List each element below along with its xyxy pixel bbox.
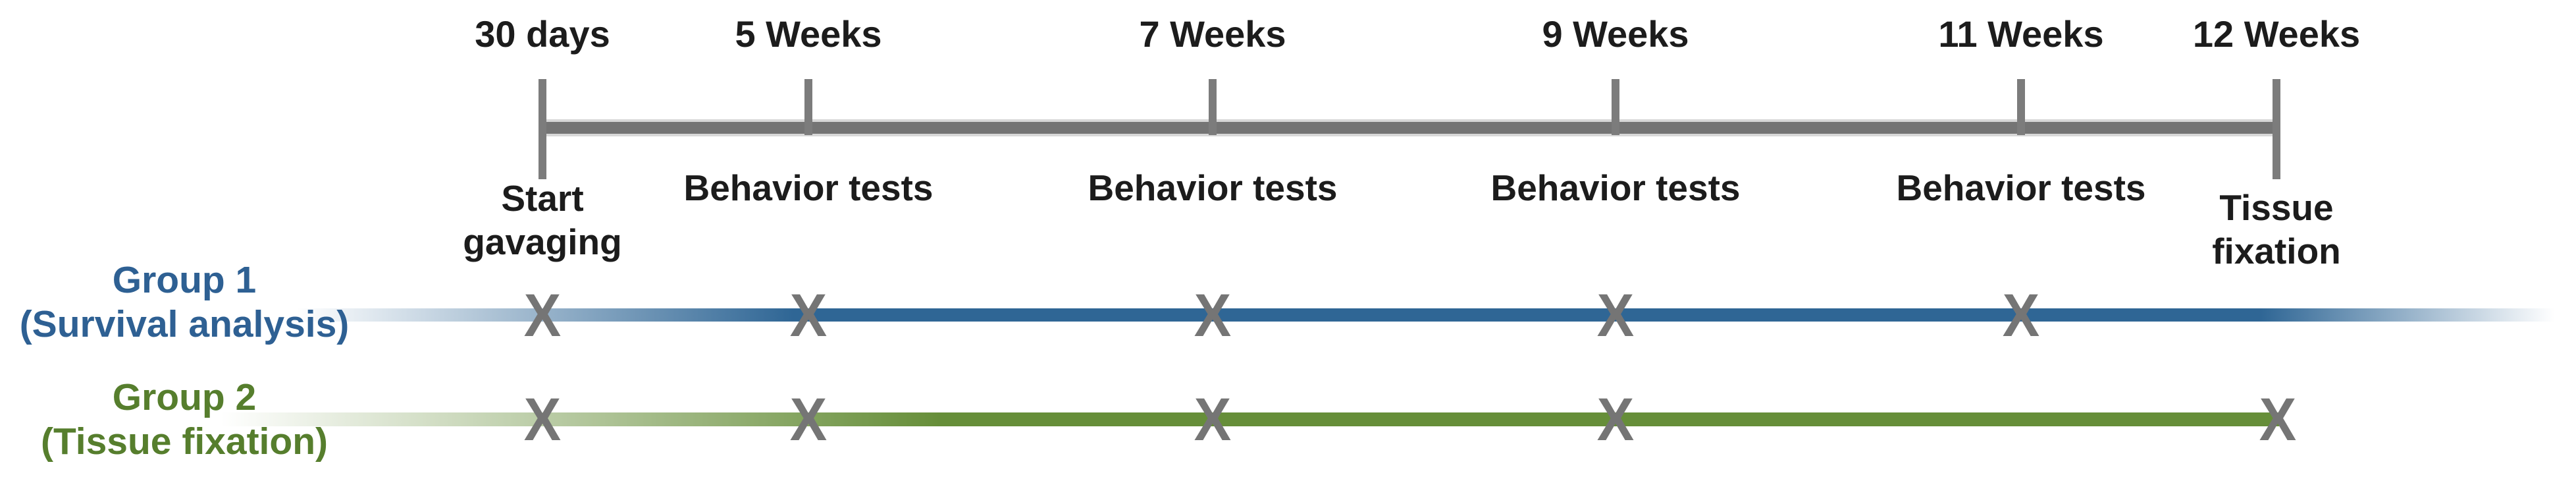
- group1-descriptor: (Survival analysis): [19, 303, 350, 345]
- event-label-line: Start: [501, 178, 584, 219]
- event-label-behavior-tests-1: Behavior tests: [683, 167, 933, 208]
- x-mark-group2-7-weeks: X: [1194, 386, 1232, 453]
- x-mark-group2-5-weeks: X: [789, 386, 828, 453]
- time-label-7-weeks: 7 Weeks: [1139, 13, 1286, 55]
- group1-timeline-line: [296, 308, 2554, 322]
- x-mark-group1-11-weeks: X: [2002, 282, 2040, 349]
- event-label-line: Tissue: [2219, 187, 2334, 228]
- event-label-behavior-tests-3: Behavior tests: [1490, 167, 1741, 208]
- tick-30-days: [539, 79, 546, 179]
- group1-name: Group 1: [112, 259, 257, 301]
- event-label-start-gavaging: Start gavaging: [463, 177, 621, 264]
- time-label-30-days: 30 days: [475, 13, 610, 55]
- event-label-behavior-tests-4: Behavior tests: [1896, 167, 2146, 208]
- tick-11-weeks: [2017, 79, 2025, 135]
- tick-9-weeks: [1612, 79, 1619, 135]
- time-label-9-weeks: 9 Weeks: [1542, 13, 1689, 55]
- event-label-behavior-tests-2: Behavior tests: [1088, 167, 1338, 208]
- group1-label: Group 1 (Survival analysis): [0, 258, 369, 347]
- time-label-11-weeks: 11 Weeks: [1938, 13, 2104, 55]
- event-label-line: gavaging: [463, 221, 622, 262]
- group2-descriptor: (Tissue fixation): [40, 420, 329, 463]
- tick-7-weeks: [1209, 79, 1217, 135]
- time-label-12-weeks: 12 Weeks: [2192, 13, 2361, 55]
- group2-label: Group 2 (Tissue fixation): [0, 376, 369, 464]
- group2-timeline-line: [221, 412, 2279, 426]
- event-label-tissue-fixation: Tissue fixation: [2212, 186, 2341, 273]
- x-mark-group2-30-days: X: [523, 386, 562, 453]
- event-label-line: fixation: [2212, 231, 2341, 271]
- tick-12-weeks: [2273, 79, 2280, 179]
- x-mark-group1-7-weeks: X: [1194, 282, 1232, 349]
- x-mark-group2-9-weeks: X: [1596, 386, 1635, 453]
- time-label-5-weeks: 5 Weeks: [735, 13, 882, 55]
- group2-name: Group 2: [112, 376, 257, 418]
- x-mark-group1-9-weeks: X: [1596, 282, 1635, 349]
- timeline-axis-bar: [539, 119, 2280, 136]
- x-mark-group1-30-days: X: [523, 282, 562, 349]
- x-mark-group2-12-weeks: X: [2259, 386, 2297, 453]
- x-mark-group1-5-weeks: X: [789, 282, 828, 349]
- tick-5-weeks: [804, 79, 812, 135]
